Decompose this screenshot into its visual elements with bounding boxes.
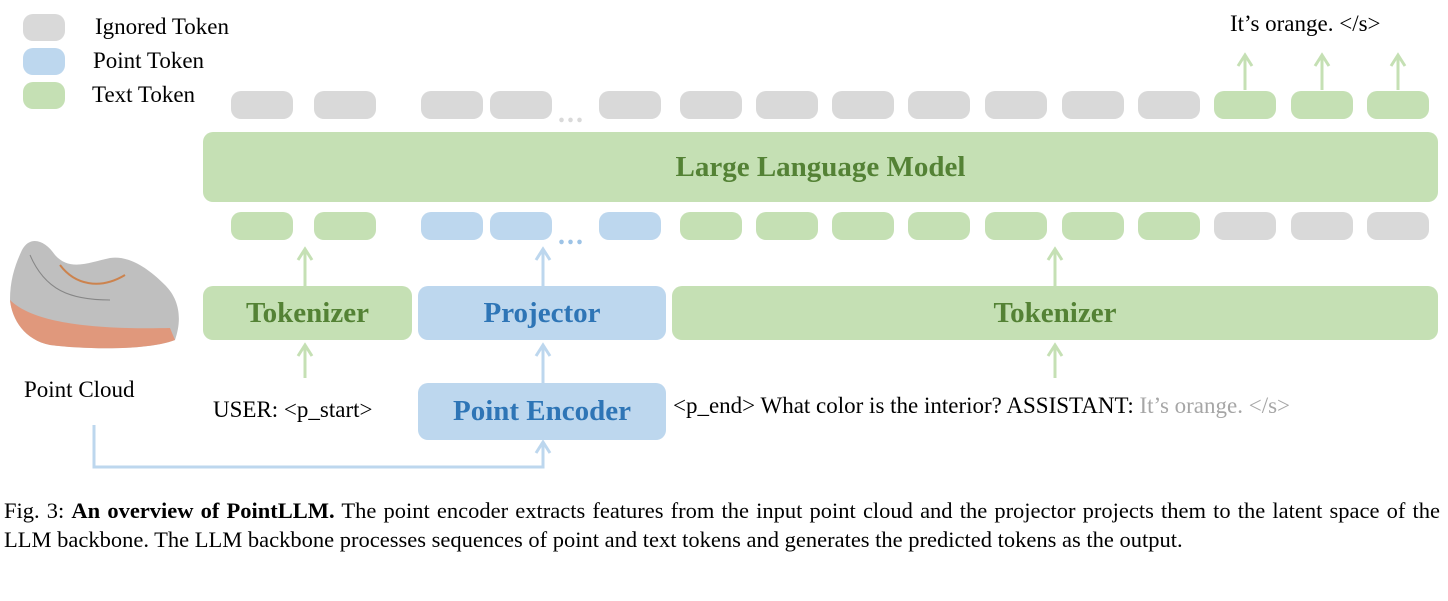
output-token-green [1367,91,1429,119]
prompt-middle: <p_end> What color is the interior? ASSI… [673,393,1134,418]
output-token-gray [231,91,293,119]
ellipsis-bottom: ... [558,220,585,251]
input-token-gray [1291,212,1353,240]
point-cloud-label: Point Cloud [24,377,135,402]
tokenizer-left-label: Tokenizer [246,296,369,329]
legend-label-ignored: Ignored Token [95,14,230,39]
input-token-green [680,212,742,240]
point-cloud-shoe-image [10,240,179,349]
input-token-green [756,212,818,240]
tokenizer-right-label: Tokenizer [993,296,1117,329]
legend-swatch-point [23,48,65,75]
input-token-green [231,212,293,240]
prompt-answer: It’s orange. </s> [1139,393,1291,418]
arrow-output [1236,52,1407,90]
point-encoder-label: Point Encoder [452,395,632,427]
legend-swatch-ignored [23,14,65,41]
output-token-gray [908,91,970,119]
llm-box: Large Language Model [203,132,1438,202]
projector-label: Projector [483,296,601,329]
legend-label-text: Text Token [92,82,196,107]
ellipsis-top: ... [558,98,585,129]
prompt-prefix: USER: <p_start> [213,397,373,422]
input-token-blue [490,212,552,240]
output-token-gray [680,91,742,119]
llm-label: Large Language Model [675,150,966,183]
input-token-green [985,212,1047,240]
input-token-green [832,212,894,240]
output-token-gray [985,91,1047,119]
caption-prefix: Fig. 3: [4,498,72,523]
input-token-green [1062,212,1124,240]
output-token-gray [599,91,661,119]
output-token-gray [756,91,818,119]
output-token-gray [1062,91,1124,119]
output-text: It’s orange. </s> [1230,11,1381,36]
input-token-gray [1367,212,1429,240]
input-token-green [1138,212,1200,240]
output-token-gray [314,91,376,119]
input-token-blue [421,212,483,240]
caption-title: An overview of PointLLM. [71,498,335,523]
output-token-gray [421,91,483,119]
legend-swatch-text [23,82,65,109]
output-token-gray [832,91,894,119]
output-token-gray [1138,91,1200,119]
legend-label-point: Point Token [93,48,205,73]
prompt-middle-line: <p_end> What color is the interior? ASSI… [673,392,1290,420]
output-token-green [1291,91,1353,119]
input-token-gray [1214,212,1276,240]
figure-caption: Fig. 3: An overview of PointLLM. The poi… [4,496,1440,554]
projector-box: Projector [418,286,666,340]
output-token-green [1214,91,1276,119]
point-encoder-box: Point Encoder [418,383,666,440]
tokenizer-right-box: Tokenizer [672,286,1438,340]
output-token-gray [490,91,552,119]
caption-body: The point encoder extracts features from… [4,498,1440,552]
input-token-green [908,212,970,240]
input-token-blue [599,212,661,240]
tokenizer-left-box: Tokenizer [203,286,412,340]
arrow-tokenizer-to-tokens [92,246,1064,469]
input-token-green [314,212,376,240]
